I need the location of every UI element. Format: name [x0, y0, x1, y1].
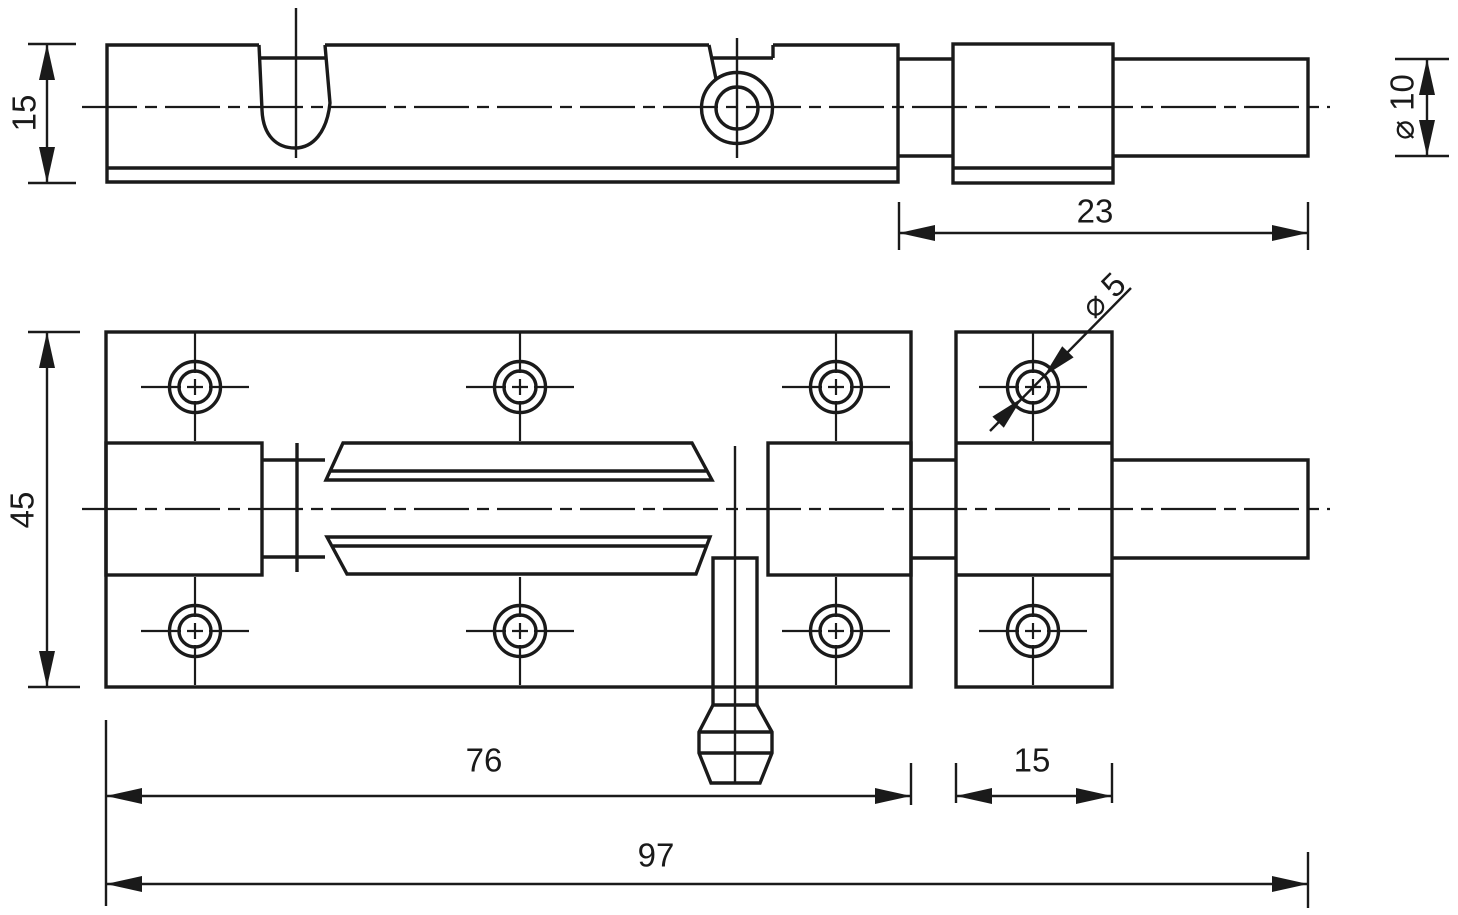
side-slot-outline: [257, 44, 332, 150]
dim-label-rod-diameter: ⌀ 10: [1384, 74, 1421, 140]
side-view: [82, 8, 1330, 185]
screw-hole: [780, 331, 892, 443]
plan-keeper-barrel-lines: [956, 441, 1112, 577]
dimension-rod-diameter: ⌀ 10: [1384, 57, 1449, 158]
plan-view: [82, 330, 1330, 785]
plan-lower-guide-band: [324, 535, 713, 576]
side-eyelet-notch-right: [711, 45, 775, 60]
side-bolt-neck: [898, 57, 953, 158]
screw-hole: [780, 575, 892, 687]
side-keeper-outline: [951, 42, 1115, 185]
dimension-extension-lines: [104, 720, 913, 906]
dimension-side-height: 15: [6, 42, 76, 185]
dimension-plate-length: 76: [104, 720, 913, 906]
dimension-plate-width: 45: [4, 330, 80, 689]
dim-label-overall-length: 97: [638, 837, 675, 874]
screw-hole: [139, 575, 251, 687]
dimension-bolt-throw: 23: [897, 193, 1310, 250]
plan-bolt-between-plates: [911, 458, 956, 560]
dim-label-plate-length: 76: [466, 742, 503, 779]
screw-hole: [977, 575, 1089, 687]
plan-upper-guide-band: [323, 441, 715, 482]
screw-hole: [464, 331, 576, 443]
dim-label-keeper-length: 15: [1014, 742, 1051, 779]
plan-handle-knob-facet-lines: [699, 730, 772, 755]
plan-handle-knob-outline: [697, 703, 774, 785]
dim-label-bolt-throw: 23: [1077, 193, 1114, 230]
dim-label-hole-diameter: ⌀ 5: [1073, 265, 1133, 325]
leader-arrowhead-upper: [1044, 346, 1074, 376]
screw-hole: [464, 575, 576, 687]
side-eyelet-notch-left: [707, 44, 718, 80]
side-keeper-block: [951, 42, 1115, 185]
leader-arrowhead-lower: [992, 398, 1022, 428]
plan-bolt-neck-lines: [262, 458, 325, 559]
dimension-keeper-length: 15: [954, 742, 1114, 804]
dimension-overall-length: 97: [106, 837, 1310, 908]
side-handle-eyelet: [699, 38, 775, 158]
screw-hole: [139, 331, 251, 443]
side-plate-outline: [105, 43, 900, 184]
dim-label-side-height: 15: [6, 95, 43, 132]
dim-label-plate-width: 45: [4, 492, 41, 529]
side-handle-slot: [257, 8, 332, 158]
plan-handle: [697, 446, 774, 785]
